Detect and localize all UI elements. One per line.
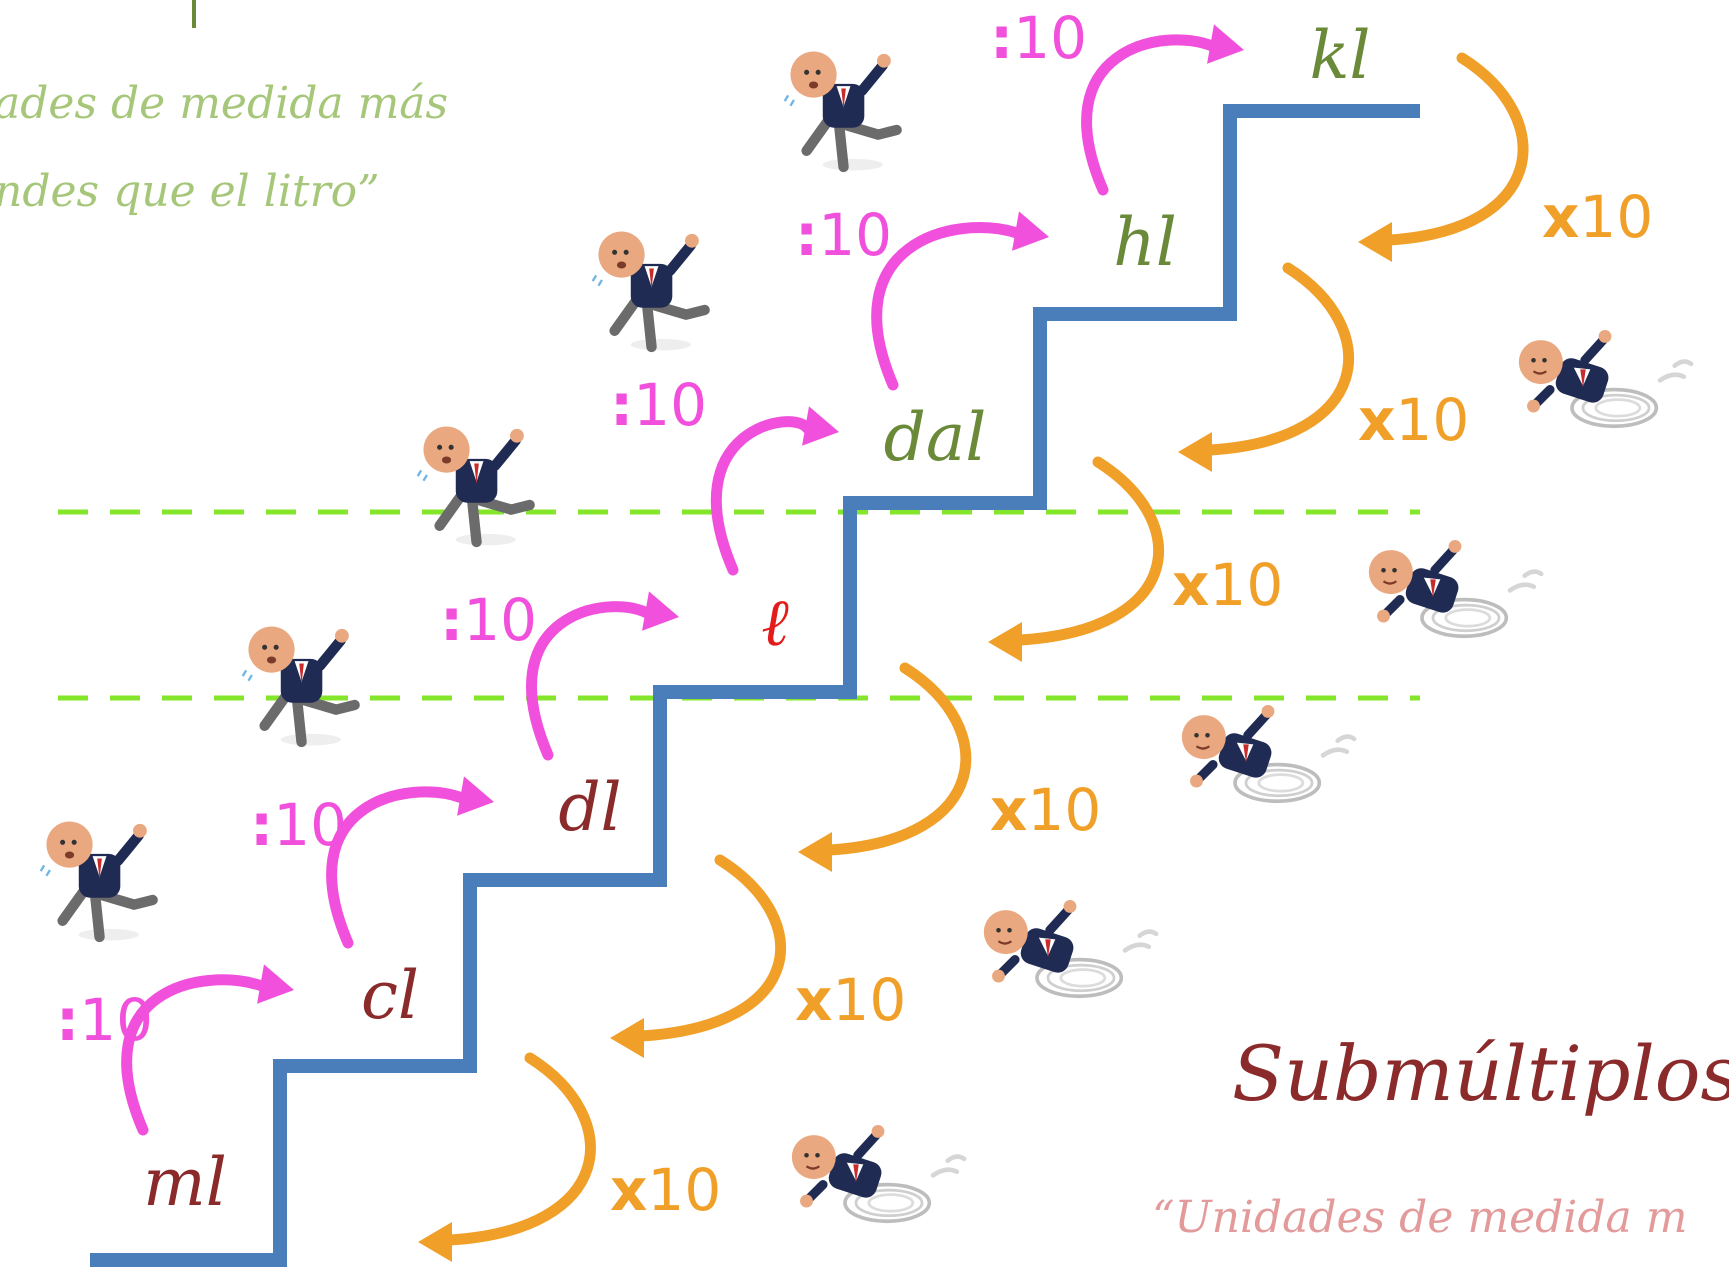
- submultiples-subtitle: “Unidades de medida m: [1152, 1192, 1687, 1243]
- divide-by-ten-label: :10: [795, 201, 892, 269]
- unit-label: hl: [1113, 204, 1177, 281]
- climbing-avatar-icon: [593, 232, 705, 351]
- divide-arrowhead: [1207, 24, 1244, 64]
- unit-label: ml: [143, 1144, 227, 1221]
- sliding-avatar-icon: [984, 900, 1156, 996]
- sliding-avatar-icon: [792, 1125, 964, 1221]
- climbing-avatar-icon: [418, 427, 530, 546]
- multiply-arrowhead: [988, 622, 1022, 662]
- sliding-avatar-icon: [1182, 705, 1354, 801]
- multiply-arrow: [1204, 262, 1355, 456]
- unit-label: ℓ: [761, 584, 789, 661]
- divide-arrow: [326, 786, 468, 949]
- multiply-arrowhead: [610, 1018, 644, 1058]
- multiply-arrow: [636, 854, 787, 1042]
- divide-arrowhead: [1012, 211, 1049, 251]
- multiply-by-ten-label: x10: [1542, 183, 1653, 251]
- unit-label: dl: [558, 769, 621, 846]
- divide-arrow: [526, 601, 653, 761]
- submultiples-title: Submúltiplos: [1232, 1029, 1729, 1118]
- multiply-arrowhead: [1178, 432, 1212, 472]
- divide-arrowhead: [257, 964, 294, 1004]
- multiply-arrowhead: [418, 1222, 452, 1262]
- multiply-arrow: [1014, 456, 1165, 646]
- divide-arrowhead: [457, 776, 494, 816]
- divide-arrow: [1081, 34, 1218, 196]
- unit-label: dal: [884, 399, 987, 476]
- unit-label: kl: [1309, 17, 1370, 94]
- multiply-by-ten-label: x10: [1358, 386, 1469, 454]
- unit-labels: ml cl dl ℓ dal hl kl: [143, 17, 1370, 1221]
- multiply-by-ten-label: x10: [610, 1156, 721, 1224]
- multiply-arrow: [1384, 52, 1529, 246]
- multiply-by-ten-label: x10: [990, 776, 1101, 844]
- unit-label: cl: [361, 957, 419, 1034]
- climbing-avatar-icon: [785, 52, 897, 171]
- climbing-avatar-icon: [41, 822, 153, 941]
- staircase: [90, 104, 1420, 1267]
- divide-arrow: [871, 222, 1023, 391]
- divide-by-ten-label: :10: [440, 586, 537, 654]
- sliding-avatar-icon: [1369, 540, 1541, 636]
- multiples-caption-line2: ndes que el litro”: [0, 166, 380, 217]
- divide-arrows: :10 :10 :10 :10 :10 :10: [56, 4, 1244, 1136]
- multiply-by-ten-label: x10: [1172, 551, 1283, 619]
- multiply-arrowhead: [1358, 222, 1392, 262]
- divide-by-ten-label: :10: [250, 791, 347, 859]
- divide-arrow: [711, 416, 813, 576]
- divide-arrowhead: [802, 406, 839, 446]
- multiply-arrow: [444, 1052, 596, 1246]
- divide-by-ten-label: :10: [990, 4, 1087, 72]
- multiply-by-ten-label: x10: [795, 966, 906, 1034]
- divide-arrowhead: [642, 591, 679, 631]
- sliding-avatar-icon: [1519, 330, 1691, 426]
- multiply-arrows: x10 x10 x10 x10 x10 x10: [418, 52, 1653, 1262]
- divide-by-ten-label: :10: [56, 986, 153, 1054]
- multiply-arrow: [824, 662, 972, 856]
- multiples-caption-line1: ades de medida más: [0, 78, 448, 129]
- climbing-avatar-icon: [243, 627, 355, 746]
- multiply-arrowhead: [798, 832, 832, 872]
- divide-arrow: [121, 974, 268, 1136]
- divide-by-ten-label: :10: [610, 371, 707, 439]
